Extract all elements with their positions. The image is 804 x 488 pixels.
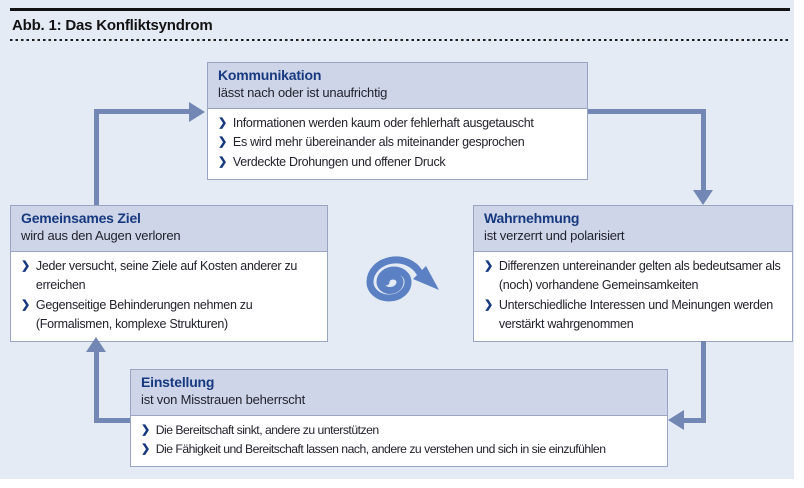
figure-title: Abb. 1: Das Konfliktsyndrom [12, 17, 213, 34]
box-wahrnehmung-header: Wahrnehmung ist verzerrt und polarisiert [474, 206, 792, 252]
list-item-text: Die Bereitschaft sinkt, andere zu unters… [155, 422, 379, 437]
arrow-head-icon [189, 102, 205, 122]
chevron-right-icon: ❯ [21, 259, 30, 272]
list-item: ❯ Die Fähigkeit und Bereitschaft lassen … [141, 440, 659, 459]
list-item: ❯ Informationen werden kaum oder fehlerh… [218, 114, 579, 133]
list-item: ❯ Jeder versucht, seine Ziele auf Kosten… [21, 257, 319, 296]
list-item: ❯ Verdeckte Drohungen und offener Druck [218, 153, 579, 172]
list-item: ❯ Unterschiedliche Interessen und Meinun… [484, 296, 784, 335]
chevron-right-icon: ❯ [141, 443, 150, 456]
box-title: Kommunikation [218, 67, 322, 83]
box-einstellung: Einstellung ist von Misstrauen beherrsch… [130, 369, 668, 468]
list-item-text: Es wird mehr übereinander als miteinande… [232, 135, 525, 150]
box-kommunikation-header: Kommunikation lässt nach oder ist unaufr… [208, 63, 587, 109]
chevron-right-icon: ❯ [218, 116, 227, 129]
chevron-right-icon: ❯ [484, 259, 493, 272]
arrow-line [701, 341, 706, 418]
chevron-right-icon: ❯ [141, 423, 150, 436]
box-subtitle: wird aus den Augen verloren [21, 227, 181, 243]
box-einstellung-body: ❯ Die Bereitschaft sinkt, andere zu unte… [131, 416, 667, 467]
chevron-right-icon: ❯ [218, 136, 227, 149]
chevron-right-icon: ❯ [21, 298, 30, 311]
figure-heading: Abb. 1: Das Konfliktsyndrom [10, 8, 790, 41]
arrow-line [96, 418, 130, 423]
list-item-text: Unterschiedliche Interessen und Meinunge… [498, 297, 773, 331]
top-rule [10, 8, 790, 11]
chevron-right-icon: ❯ [484, 298, 493, 311]
list-item-text: Die Fähigkeit und Bereitschaft lassen na… [155, 442, 606, 457]
list-item-text: Gegenseitige Behinderungen nehmen zu (Fo… [35, 297, 253, 331]
arrow-line [588, 109, 706, 114]
box-title: Wahrnehmung [484, 210, 580, 226]
box-kommunikation-body: ❯ Informationen werden kaum oder fehlerh… [208, 109, 587, 179]
arrow-head-icon [86, 337, 106, 352]
list-item-text: Differenzen untereinander gelten als bed… [498, 258, 781, 293]
box-gemeinsames-ziel-body: ❯ Jeder versucht, seine Ziele auf Kosten… [11, 252, 327, 342]
list-item-text: Jeder versucht, seine Ziele auf Kosten a… [35, 258, 298, 293]
list-item: ❯ Differenzen untereinander gelten als b… [484, 257, 784, 296]
box-gemeinsames-ziel-header: Gemeinsames Ziel wird aus den Augen verl… [11, 206, 327, 252]
box-einstellung-header: Einstellung ist von Misstrauen beherrsch… [131, 370, 667, 416]
dotted-rule [10, 39, 790, 41]
box-title: Einstellung [141, 374, 215, 390]
box-subtitle: ist verzerrt und polarisiert [484, 227, 625, 243]
box-subtitle: lässt nach oder ist unaufrichtig [218, 84, 388, 100]
list-item: ❯ Die Bereitschaft sinkt, andere zu unte… [141, 421, 659, 440]
arrow-head-icon [693, 190, 713, 205]
arrow-head-icon [668, 410, 684, 430]
list-item-text: Verdeckte Drohungen und offener Druck [232, 154, 446, 169]
arrow-line [701, 109, 706, 190]
arrow-line [684, 418, 706, 423]
box-wahrnehmung: Wahrnehmung ist verzerrt und polarisiert… [473, 205, 793, 343]
list-item: ❯ Gegenseitige Behinderungen nehmen zu (… [21, 296, 319, 335]
box-subtitle: ist von Misstrauen beherrscht [141, 391, 305, 407]
box-kommunikation: Kommunikation lässt nach oder ist unaufr… [207, 62, 588, 180]
chevron-right-icon: ❯ [218, 155, 227, 168]
box-gemeinsames-ziel: Gemeinsames Ziel wird aus den Augen verl… [10, 205, 328, 343]
box-wahrnehmung-body: ❯ Differenzen untereinander gelten als b… [474, 252, 792, 342]
arrow-line [94, 109, 99, 205]
box-title: Gemeinsames Ziel [21, 210, 141, 226]
spiral-arrow-icon [366, 256, 439, 302]
arrow-line [94, 352, 99, 423]
arrow-line [94, 109, 189, 114]
list-item: ❯ Es wird mehr übereinander als miteinan… [218, 133, 579, 152]
list-item-text: Informationen werden kaum oder fehlerhaf… [232, 115, 534, 130]
